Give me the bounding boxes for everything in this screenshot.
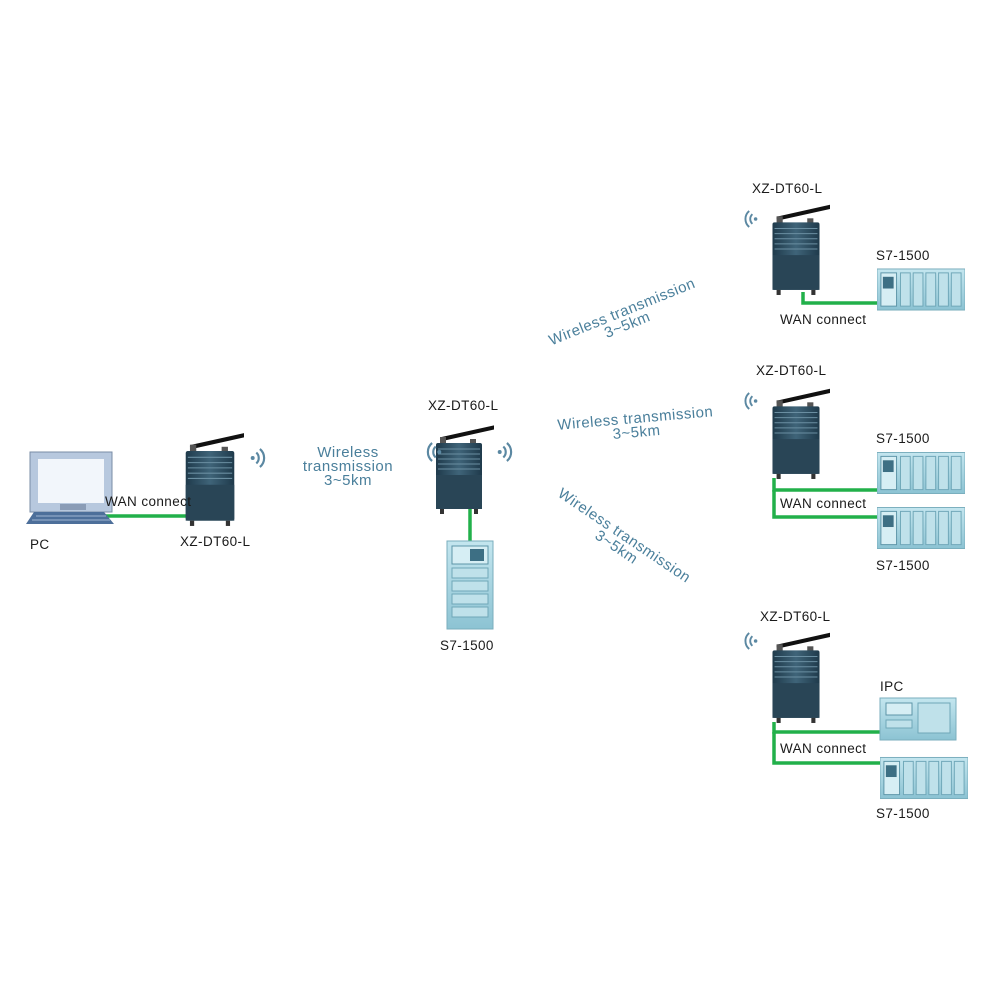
ipc-icon	[879, 697, 957, 741]
device-label-center: XZ-DT60-L	[428, 398, 499, 413]
radio-center-icon	[436, 427, 496, 514]
plc-top-icon	[877, 268, 965, 311]
wireless-icon-top	[744, 209, 758, 229]
radio-top-icon	[772, 206, 833, 295]
device-label-bot: XZ-DT60-L	[760, 609, 831, 624]
wireless-icon-mid	[744, 391, 758, 411]
plc-label-mid2: S7-1500	[876, 558, 930, 573]
plc-center-icon	[446, 540, 494, 630]
plc-label-bot: S7-1500	[876, 806, 930, 821]
wireless-icon-bot	[744, 631, 758, 651]
radio-left-icon	[186, 434, 249, 526]
ipc-label: IPC	[880, 679, 904, 694]
radio-mid-icon	[772, 390, 833, 479]
wireless-icon-center-right	[497, 441, 513, 463]
link-mid-plc1	[772, 478, 877, 492]
wan-links	[100, 292, 880, 765]
plc-mid2-icon	[877, 507, 965, 549]
link-bot-plc	[772, 732, 880, 765]
plc-label-center: S7-1500	[440, 638, 494, 653]
pc-label: PC	[30, 537, 50, 552]
device-label-left: XZ-DT60-L	[180, 534, 251, 549]
plc-label-top: S7-1500	[876, 248, 930, 263]
wan-label-bot: WAN connect	[780, 741, 867, 756]
device-label-top: XZ-DT60-L	[752, 181, 823, 196]
wireless-label-left: Wireless transmission 3~5km	[302, 444, 394, 489]
link-mid-plc2	[772, 490, 877, 519]
wireless-icon-left	[250, 447, 266, 469]
plc-bot-icon	[880, 756, 968, 800]
wan-label-top: WAN connect	[780, 312, 867, 327]
wan-label-left: WAN connect	[105, 494, 192, 509]
plc-label-mid1: S7-1500	[876, 431, 930, 446]
plc-mid1-icon	[877, 452, 965, 494]
link-bot-ipc	[772, 722, 880, 734]
wan-label-mid: WAN connect	[780, 496, 867, 511]
pc-computer-icon	[26, 451, 114, 524]
link-top-plc	[801, 292, 877, 305]
radio-bot-icon	[772, 634, 833, 723]
device-label-mid: XZ-DT60-L	[756, 363, 827, 378]
